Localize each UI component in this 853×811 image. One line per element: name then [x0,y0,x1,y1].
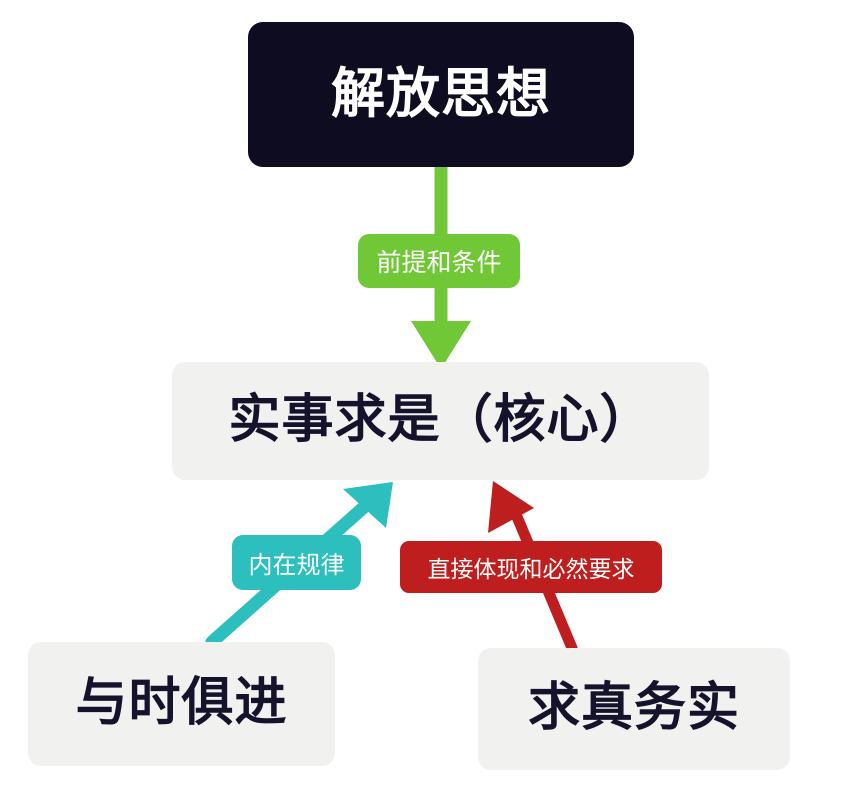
edge-label-inner-law[interactable]: 内在规律 [232,535,361,590]
node-pragmatism-label: 求真务实 [527,679,740,738]
edge-label-inner-law-text: 内在规律 [248,552,345,579]
node-core-label: 实事求是（核心） [228,391,653,450]
node-root[interactable]: 解放思想 [248,22,634,167]
edge-label-direct-expression[interactable]: 直接体现和必然要求 [400,541,662,593]
node-root-label: 解放思想 [331,63,551,124]
node-keeping-pace[interactable]: 与时俱进 [28,642,335,766]
node-keeping-pace-label: 与时俱进 [75,674,288,733]
node-core[interactable]: 实事求是（核心） [172,362,709,480]
node-pragmatism[interactable]: 求真务实 [478,648,790,770]
edge-label-direct-expression-text: 直接体现和必然要求 [427,556,635,582]
edge-label-premise-text: 前提和条件 [376,249,502,277]
edge-label-premise[interactable]: 前提和条件 [358,234,520,288]
